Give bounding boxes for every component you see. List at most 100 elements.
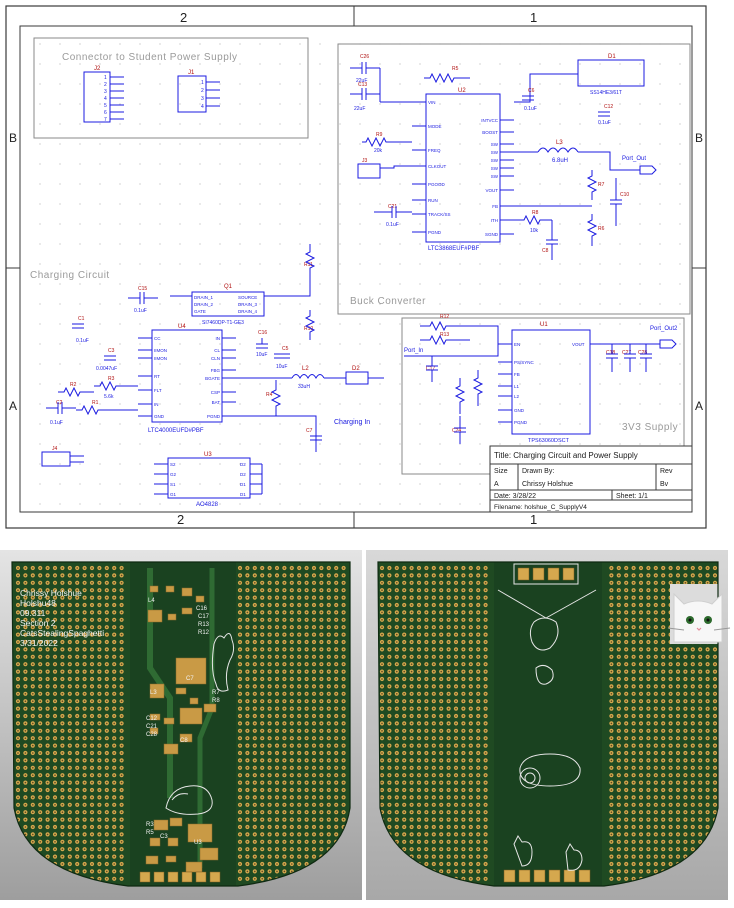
svg-text:7: 7 xyxy=(104,117,107,123)
d2-designator: D2 xyxy=(352,366,360,372)
d1-part-number: SS14HE3/61T xyxy=(590,90,622,96)
size-value: A xyxy=(494,481,499,488)
back-cat-art xyxy=(497,589,597,871)
c26-value: 22uF xyxy=(356,78,367,84)
c3-capacitor xyxy=(104,355,116,361)
j1-pins: 1 2 3 4 xyxy=(201,80,220,110)
u1-left-pins: EN PS/SYNC FB L1 L2 GND PGND xyxy=(498,342,535,425)
front-cat-art xyxy=(165,633,235,815)
c18-designator: C18 xyxy=(606,350,615,356)
column-label-1-top: 1 xyxy=(530,10,537,25)
svg-text:MODE: MODE xyxy=(428,124,442,129)
svg-text:S1: S1 xyxy=(170,482,176,487)
u4-designator: U4 xyxy=(178,324,186,330)
c6-value: 0.1uF xyxy=(524,106,537,112)
c3-designator: C3 xyxy=(108,348,115,354)
l2-inductor xyxy=(291,374,325,380)
u1-designator: U1 xyxy=(540,322,548,328)
rev-label: Rev xyxy=(660,468,673,475)
svg-text:CSP: CSP xyxy=(211,390,220,395)
svg-text:4: 4 xyxy=(104,96,107,102)
svg-text:RUN: RUN xyxy=(428,198,438,203)
svg-text:R5: R5 xyxy=(146,830,154,836)
svg-text:R13: R13 xyxy=(198,622,210,628)
svg-text:BOOST: BOOST xyxy=(482,130,498,135)
column-label-2-top: 2 xyxy=(180,10,187,25)
svg-text:SW: SW xyxy=(491,158,499,163)
svg-text:IN: IN xyxy=(216,336,221,341)
svg-text:DRAIN_1: DRAIN_1 xyxy=(194,295,214,300)
svg-text:C28: C28 xyxy=(146,732,158,738)
svg-text:3: 3 xyxy=(104,89,107,95)
buck-converter-block: Buck Converter U2 VIN MODE FREQ CLKOUT P… xyxy=(337,43,691,315)
port-out2-flag xyxy=(659,339,677,349)
charging-circuit-block: Charging Circuit Q1 DRAIN_1 DRAIN_2 GATE… xyxy=(30,244,384,508)
svg-text:6: 6 xyxy=(104,110,107,116)
connector-block-label: Connector to Student Power Supply xyxy=(62,52,237,63)
column-label-2-bottom: 2 xyxy=(177,512,184,527)
svg-text:L4: L4 xyxy=(148,598,155,604)
buck-block-label: Buck Converter xyxy=(350,296,426,307)
r3-designator: R3 xyxy=(108,376,115,382)
j2-designator: J2 xyxy=(94,66,101,72)
r7-resistor xyxy=(586,170,598,200)
r13-designator: R13 xyxy=(440,332,449,338)
r11-designator: R11 xyxy=(304,262,313,268)
svg-text:1: 1 xyxy=(104,75,107,81)
c28-designator: C28 xyxy=(638,350,647,356)
j4-header xyxy=(41,451,71,467)
svg-text:SW: SW xyxy=(491,166,499,171)
svg-text:FREQ: FREQ xyxy=(428,148,441,153)
port-in-label: Port_In xyxy=(404,348,423,354)
c1-capacitor xyxy=(72,323,84,329)
l2-designator: L2 xyxy=(302,366,309,372)
u3-designator: U3 xyxy=(204,452,212,458)
q1-pins: DRAIN_1 DRAIN_2 GATE SOURCE DRAIN_3 DRAI… xyxy=(194,295,258,314)
silk-name: Chrissy Holshue xyxy=(20,588,82,598)
u2-part-number: LTC3868EUF#PBF xyxy=(428,246,480,252)
svg-text:SW: SW xyxy=(491,174,499,179)
svg-text:RT: RT xyxy=(154,374,160,379)
row-label-a-left: A xyxy=(9,399,17,413)
c7-designator: C7 xyxy=(306,428,313,434)
svg-text:PGOOD: PGOOD xyxy=(428,182,446,187)
c26-designator: C26 xyxy=(360,54,369,60)
r11-resistor xyxy=(304,244,316,280)
svg-text:L3: L3 xyxy=(150,690,157,696)
svg-text:TRACK/SS: TRACK/SS xyxy=(428,212,451,217)
r3-value: 5.6k xyxy=(104,394,114,400)
c24-designator: C24 xyxy=(452,428,461,434)
schematic-sheet: 2 1 2 1 B B A A Connector to Student Pow… xyxy=(5,5,707,529)
r2-designator: R2 xyxy=(70,382,77,388)
c12-designator: C12 xyxy=(604,104,613,110)
title-text: Title: Charging Circuit and Power Supply xyxy=(494,451,638,460)
c17-designator: C17 xyxy=(426,366,435,372)
j4-designator: J4 xyxy=(52,446,58,452)
svg-text:3: 3 xyxy=(201,96,204,102)
svg-text:CLKOUT: CLKOUT xyxy=(428,164,447,169)
svg-text:DRAIN_3: DRAIN_3 xyxy=(238,302,258,307)
c5-designator: C5 xyxy=(282,346,289,352)
c6-designator: C6 xyxy=(528,88,535,94)
c15-designator: C15 xyxy=(138,286,147,292)
front-hole-grid xyxy=(15,565,346,881)
r8-value: 10k xyxy=(530,228,539,234)
svg-text:ITH: ITH xyxy=(491,218,498,223)
port-out2-label: Port_Out2 xyxy=(650,326,678,332)
c3-value: 0.0047uF xyxy=(96,366,117,372)
q1-part-number: SI7460DP-T1-GE3 xyxy=(202,320,244,326)
back-header-pads xyxy=(517,567,575,581)
svg-text:PS/SYNC: PS/SYNC xyxy=(514,360,535,365)
svg-text:INTVCC: INTVCC xyxy=(481,118,499,123)
row-label-a-right: A xyxy=(695,399,703,413)
c5-capacitor xyxy=(274,353,290,359)
j1-connector xyxy=(177,75,207,113)
svg-text:C8: C8 xyxy=(180,738,188,744)
q1-designator: Q1 xyxy=(224,284,233,290)
j1-designator: J1 xyxy=(188,70,195,76)
c1-value: 0.1uF xyxy=(76,338,89,344)
q1-mosfet xyxy=(191,291,265,317)
svg-text:FB: FB xyxy=(514,372,520,377)
u2-designator: U2 xyxy=(458,88,466,94)
u4-left-pins: CC IIMON IIMON RT FLT IN GND xyxy=(138,336,167,419)
